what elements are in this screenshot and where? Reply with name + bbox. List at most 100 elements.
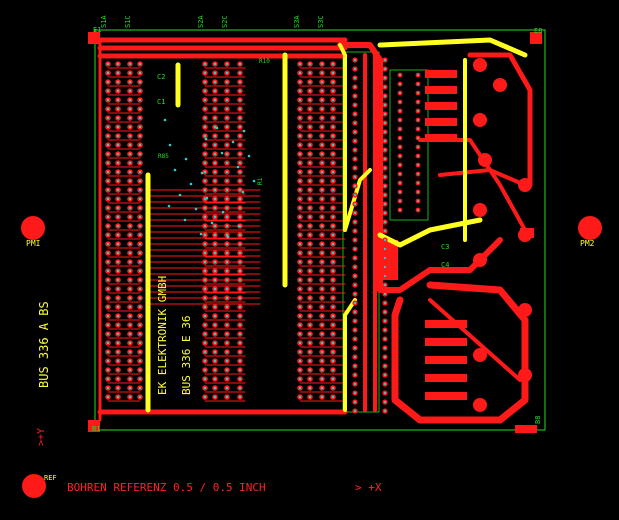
drill-hole — [308, 62, 312, 66]
drill-hole — [331, 89, 335, 93]
drill-hole — [128, 134, 132, 138]
connector-s3c: S3C — [317, 15, 325, 28]
smd-big — [378, 240, 398, 280]
component-c2[interactable]: C2 — [157, 73, 165, 81]
drill-hole — [106, 251, 110, 255]
mount-hole-pm2[interactable] — [578, 216, 602, 240]
drill-hole — [320, 350, 324, 354]
conn-hole — [353, 274, 357, 278]
drill-hole — [106, 224, 110, 228]
corner-tr: E8 — [534, 27, 542, 35]
drill-hole — [331, 215, 335, 219]
drill-hole — [203, 152, 207, 156]
drill-hole — [320, 305, 324, 309]
drill-hole — [213, 206, 217, 210]
drill-hole — [203, 161, 207, 165]
component-c4[interactable]: C4 — [441, 261, 449, 269]
conn-hole — [383, 391, 387, 395]
drill-hole — [331, 98, 335, 102]
component-c3[interactable]: C3 — [441, 243, 449, 251]
drill-hole — [320, 188, 324, 192]
drill-hole — [225, 341, 229, 345]
mount-hole-pmi[interactable] — [21, 216, 45, 240]
power-pad — [518, 303, 532, 317]
drill-hole — [106, 215, 110, 219]
drill-hole — [116, 386, 120, 390]
drill-hole — [106, 314, 110, 318]
drill-hole — [213, 305, 217, 309]
via — [173, 168, 177, 172]
drill-hole — [213, 323, 217, 327]
drill-hole — [203, 359, 207, 363]
ic-hole — [399, 209, 401, 211]
component-r10[interactable]: R10 — [259, 58, 270, 65]
drill-hole — [203, 107, 207, 111]
drill-hole — [331, 80, 335, 84]
ic-hole — [417, 155, 419, 157]
drill-hole — [116, 62, 120, 66]
conn-hole — [353, 220, 357, 224]
drill-hole — [213, 224, 217, 228]
drill-hole — [138, 386, 142, 390]
drill-hole — [203, 170, 207, 174]
drill-hole — [238, 206, 242, 210]
drill-hole — [308, 377, 312, 381]
drill-hole — [138, 152, 142, 156]
drill-hole — [298, 71, 302, 75]
drill-hole — [298, 377, 302, 381]
drill-hole — [331, 170, 335, 174]
drill-hole — [128, 377, 132, 381]
component-c1[interactable]: C1 — [157, 98, 165, 106]
conn-hole — [383, 400, 387, 404]
drill-hole — [106, 287, 110, 291]
via — [178, 193, 182, 197]
power-a — [337, 42, 383, 293]
power-pad — [473, 58, 487, 72]
drill-hole — [331, 368, 335, 372]
drill-hole — [331, 359, 335, 363]
drill-hole — [238, 251, 242, 255]
drill-hole — [203, 332, 207, 336]
component-r1[interactable]: R1 — [257, 177, 264, 185]
drill-hole — [320, 143, 324, 147]
drill-hole — [331, 134, 335, 138]
drill-hole — [138, 314, 142, 318]
drill-hole — [106, 134, 110, 138]
power-pad — [493, 78, 507, 92]
conn-hole — [353, 292, 357, 296]
smd-pad-low — [425, 374, 467, 382]
drill-hole — [298, 323, 302, 327]
drill-hole — [138, 350, 142, 354]
drill-hole — [128, 170, 132, 174]
ic-hole — [399, 146, 401, 148]
drill-hole — [320, 323, 324, 327]
drill-hole — [128, 296, 132, 300]
conn-hole — [383, 193, 387, 197]
drill-hole — [331, 161, 335, 165]
power-pad — [478, 153, 492, 167]
drill-hole — [138, 305, 142, 309]
drill-hole — [225, 296, 229, 300]
drill-hole — [298, 143, 302, 147]
drill-hole — [308, 179, 312, 183]
mount-hole-ref[interactable] — [22, 474, 46, 498]
conn-hole — [353, 328, 357, 332]
drill-hole — [203, 179, 207, 183]
via — [231, 140, 235, 144]
drill-hole — [331, 287, 335, 291]
drill-hole — [238, 305, 242, 309]
drill-hole — [331, 107, 335, 111]
drill-hole — [298, 260, 302, 264]
part-silk: BUS 336 E 36 — [180, 316, 193, 395]
conn-hole — [383, 409, 387, 413]
via — [210, 221, 214, 225]
conn-hole — [353, 346, 357, 350]
conn-hole — [383, 292, 387, 296]
drill-hole — [238, 242, 242, 246]
drill-hole — [106, 395, 110, 399]
drill-hole — [106, 80, 110, 84]
drill-hole — [203, 80, 207, 84]
component-r85[interactable]: R85 — [158, 153, 169, 160]
